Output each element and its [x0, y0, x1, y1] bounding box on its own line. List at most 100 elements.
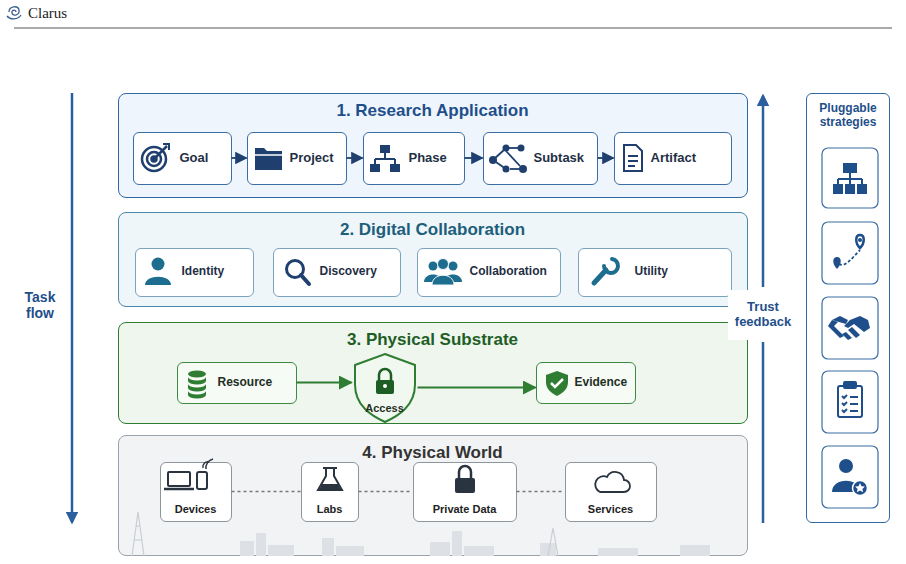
dashed-link — [232, 491, 301, 492]
text-holder: Project — [290, 133, 346, 184]
hierarchy-strategy-icon — [837, 179, 839, 184]
wrench-icon — [604, 259, 618, 273]
flow-arrow — [232, 157, 247, 159]
database-icon — [188, 377, 206, 385]
clipboard-strategy-icon — [844, 382, 856, 388]
subtask-graph-icon — [503, 166, 510, 173]
group-icon — [429, 262, 438, 271]
cloud-icon — [595, 472, 630, 492]
folder-icon — [255, 148, 282, 170]
hierarchy-strategy-icon — [833, 163, 867, 194]
shield-check-icon — [551, 379, 563, 387]
skyline-illustration — [240, 531, 710, 556]
band-title: 1. Research Application — [336, 101, 528, 121]
person-star-strategy-icon — [832, 481, 860, 492]
tower-illustration — [136, 525, 140, 526]
task-flow-arrow — [71, 93, 74, 522]
resource-box: Labs — [301, 462, 359, 522]
skyline-illustration — [240, 541, 254, 556]
access-shield: Access — [352, 352, 418, 424]
node-label: Identity — [182, 265, 225, 279]
private-data-lock-icon — [459, 466, 471, 478]
devices-icon — [197, 472, 207, 489]
folder-icon — [255, 148, 282, 170]
flow-arrow — [297, 382, 352, 384]
text-holder: 1. Research Application — [119, 98, 746, 124]
cloud-icon — [595, 472, 630, 492]
text-holder: Subtask — [534, 133, 597, 184]
connector-group — [232, 158, 614, 492]
node-label: Goal — [180, 151, 209, 166]
target-icon — [163, 144, 169, 150]
lock-icon — [383, 384, 387, 388]
devices-icon — [164, 488, 194, 491]
hierarchy-icon — [370, 145, 400, 172]
text-holder: Access — [352, 401, 418, 417]
person-star-strategy-icon — [855, 483, 865, 492]
clipboard-strategy-icon — [842, 409, 847, 412]
group-icon — [424, 259, 462, 286]
subtask-graph-icon — [518, 145, 525, 152]
subtask-graph-icon — [510, 168, 521, 170]
hierarchy-icon — [374, 159, 376, 164]
clipboard-strategy-icon — [842, 395, 847, 398]
flask-icon — [318, 468, 342, 490]
subtask-graph-icon — [509, 147, 518, 149]
hierarchy-strategy-icon — [861, 179, 863, 184]
hierarchy-strategy-icon — [857, 184, 867, 194]
group-icon — [438, 259, 449, 270]
logo-icon — [7, 15, 21, 19]
node-label: Devices — [175, 503, 217, 516]
hierarchy-icon — [370, 164, 380, 172]
database-icon — [188, 391, 206, 399]
route-strategy-icon — [839, 250, 860, 265]
text-holder: Devices — [161, 501, 231, 519]
clipboard-strategy-icon — [850, 403, 858, 405]
node-label: Private Data — [433, 503, 497, 516]
target-icon — [142, 144, 169, 171]
text-holder: Utility — [635, 249, 731, 296]
devices-icon — [168, 472, 190, 486]
handshake-strategy-icon — [848, 327, 860, 338]
component-box: Project — [247, 132, 347, 185]
node-label: Subtask — [534, 151, 585, 166]
lock-icon — [379, 369, 391, 380]
hierarchy-strategy-icon — [849, 173, 851, 179]
target-icon — [142, 147, 166, 171]
folder-icon — [255, 154, 282, 156]
magnifier-icon — [301, 275, 309, 284]
text-holder: Goal — [180, 133, 231, 184]
flow-arrow — [465, 157, 483, 159]
clipboard-strategy-icon — [850, 410, 858, 412]
trust-feedback-arrow — [762, 96, 765, 287]
layer-band: 2. Digital CollaborationIdentityDiscover… — [118, 212, 748, 307]
hierarchy-strategy-icon — [833, 184, 843, 194]
skyline-illustration — [430, 542, 450, 556]
component-box: Artifact — [614, 132, 732, 185]
brand-name: Clarus — [28, 4, 118, 24]
hierarchy-icon — [380, 145, 390, 153]
node-label: Services — [588, 503, 633, 516]
flask-icon — [319, 484, 341, 490]
strategy-icon-box — [822, 297, 878, 359]
person-star-strategy-icon — [839, 459, 853, 473]
group-icon — [424, 275, 442, 283]
logo-icon — [7, 7, 21, 19]
skyline-illustration — [452, 531, 462, 556]
database-icon — [188, 371, 206, 378]
hierarchy-strategy-icon — [849, 179, 851, 184]
document-icon — [624, 145, 642, 171]
handshake-strategy-icon — [844, 316, 870, 332]
shield-outline — [355, 354, 415, 422]
private-data-lock-icon — [455, 466, 475, 493]
text-holder: Labs — [302, 501, 358, 519]
band-title: Pluggable strategies — [809, 102, 887, 130]
target-icon — [152, 157, 157, 162]
wrench-icon — [594, 259, 618, 283]
document-icon — [628, 155, 638, 157]
group-icon — [432, 275, 454, 285]
person-star-strategy-icon — [832, 459, 868, 496]
text-holder: Phase — [409, 133, 464, 184]
document-icon — [628, 160, 638, 162]
